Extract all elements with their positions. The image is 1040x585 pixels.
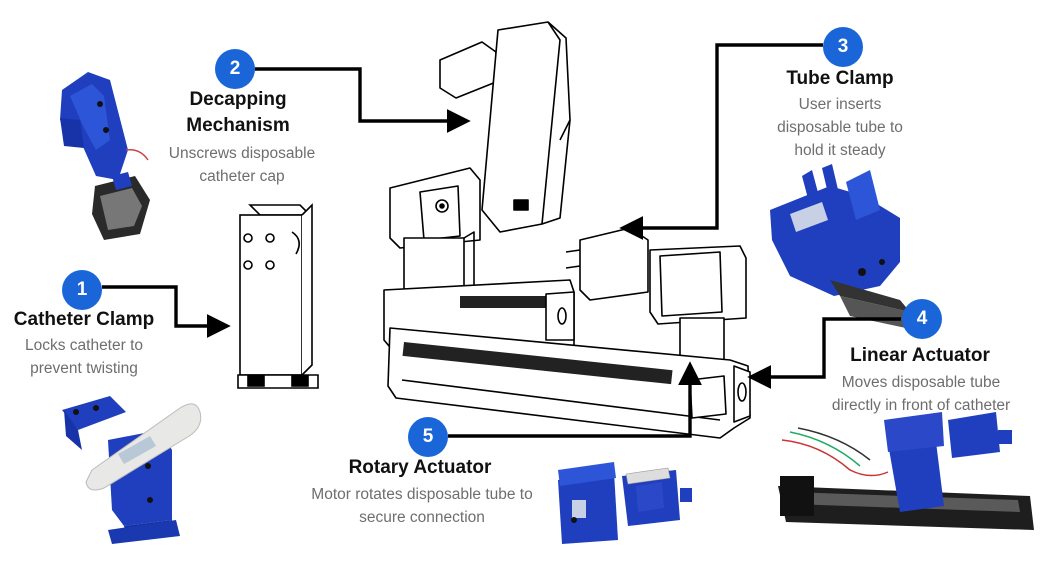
badge-2: 2 [215,49,255,89]
rotary-actuator-photo [558,462,692,544]
callout-5-title-line: Rotary Actuator [348,457,492,478]
callout-1-title: Catheter Clamp [4,307,164,333]
callout-3-title-line: Tube Clamp [786,68,894,89]
arrow-5 [448,361,702,438]
callout-1-description: Locks catheter to prevent twisting [4,334,164,380]
catheter-clamp-with-catheter-photo [62,396,202,544]
arrow-1 [102,285,231,338]
callout-1-desc-line: Locks catheter to [24,337,144,354]
callout-4-title-line: Linear Actuator [850,345,990,366]
callout-2-title-line: Decapping [189,89,287,110]
tube-clamp-photo [770,164,915,330]
callout-2-desc-line: catheter cap [199,168,285,185]
catheter-clamp-cad-drawing [237,203,319,389]
callout-2-title: Decapping Mechanism [168,87,308,139]
callout-3-desc-line: disposable tube to [777,119,903,136]
catheter-clamp-assembly-photo [60,72,150,240]
callout-3-description: User inserts disposable tube to hold it … [750,93,930,162]
callout-1-title-line: Catheter Clamp [13,309,155,330]
arrow-3 [619,43,823,240]
badge-5: 5 [408,417,448,457]
callout-1-desc-line: prevent twisting [30,360,138,377]
callout-2-description: Unscrews disposable catheter cap [152,142,332,188]
callout-3-desc-line: hold it steady [794,142,886,159]
device-cad-line-drawing [383,21,751,439]
callout-5-description: Motor rotates disposable tube to secure … [284,483,560,529]
badge-3: 3 [823,27,863,67]
callout-5-desc-line: secure connection [359,509,485,526]
arrow-2 [255,67,471,133]
callout-4-desc-line: Moves disposable tube [841,374,1001,391]
badge-4: 4 [902,299,942,339]
callout-2-desc-line: Unscrews disposable [168,145,316,162]
callout-5-title: Rotary Actuator [330,455,510,481]
callout-2-title-line: Mechanism [186,115,290,136]
callout-5-desc-line: Motor rotates disposable tube to [311,486,533,503]
badge-1: 1 [62,270,102,310]
callout-3-title: Tube Clamp [760,66,920,92]
linear-actuator-photo [778,412,1034,530]
callout-4-title: Linear Actuator [830,343,1010,369]
arrow-4 [747,317,901,389]
callout-4-desc-line: directly in front of catheter [831,397,1011,414]
callout-3-desc-line: User inserts [798,96,882,113]
callout-4-description: Moves disposable tube directly in front … [806,371,1036,417]
